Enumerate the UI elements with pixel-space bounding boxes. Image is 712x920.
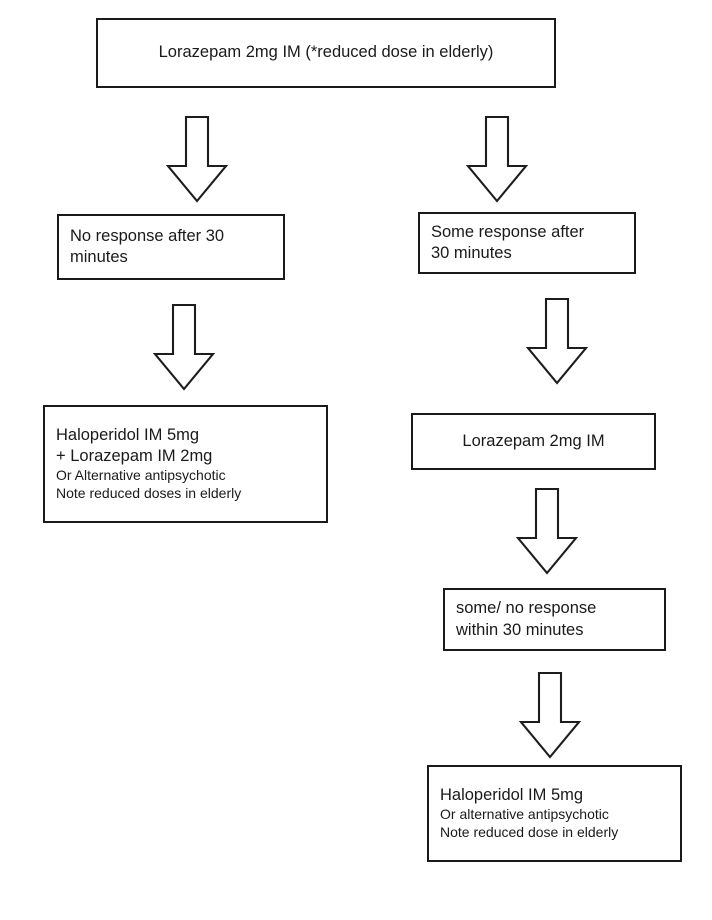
arrow-down-no-response-to-haloperidol bbox=[152, 303, 216, 391]
start-box-line-1: Lorazepam 2mg IM (*reduced dose in elder… bbox=[158, 43, 494, 62]
some-no-response-box-line-1: some/ no response bbox=[456, 599, 597, 618]
haloperidol-plus-lorazepam-box-line-4: Note reduced doses in elderly bbox=[56, 485, 242, 502]
some-no-response-box: some/ no response within 30 minutes bbox=[443, 588, 666, 651]
haloperidol-plus-lorazepam-box-line-1: Haloperidol IM 5mg bbox=[56, 425, 200, 444]
arrow-down-glyph bbox=[465, 115, 529, 203]
arrow-down-some-response-to-lorazepam bbox=[525, 297, 589, 385]
lorazepam-repeat-box: Lorazepam 2mg IM bbox=[411, 413, 656, 470]
arrow-down-lorazepam-to-some-no-response bbox=[515, 487, 579, 575]
arrow-down-glyph bbox=[515, 487, 579, 575]
start-box: Lorazepam 2mg IM (*reduced dose in elder… bbox=[96, 18, 556, 88]
arrow-down-start-to-some-response bbox=[465, 115, 529, 203]
arrow-down-glyph bbox=[525, 297, 589, 385]
some-no-response-box-line-2: within 30 minutes bbox=[456, 620, 584, 639]
no-response-box-line-1: No response after 30 bbox=[70, 226, 225, 245]
no-response-box: No response after 30 minutes bbox=[57, 214, 285, 280]
some-response-box-line-2: 30 minutes bbox=[431, 244, 512, 262]
haloperidol-final-box-line-3: Note reduced dose in elderly bbox=[440, 824, 619, 841]
arrow-down-glyph bbox=[518, 671, 582, 759]
some-response-box: Some response after 30 minutes bbox=[418, 212, 636, 274]
arrow-down-start-to-no-response bbox=[165, 115, 229, 203]
some-response-box-line-1: Some response after bbox=[431, 222, 585, 241]
haloperidol-plus-lorazepam-box-line-3: Or Alternative antipsychotic bbox=[56, 467, 226, 484]
no-response-box-line-2: minutes bbox=[70, 248, 128, 266]
lorazepam-repeat-box-line-1: Lorazepam 2mg IM bbox=[462, 431, 605, 450]
haloperidol-final-box-line-1: Haloperidol IM 5mg bbox=[440, 786, 584, 805]
arrow-down-some-no-response-to-haloperidol-final bbox=[518, 671, 582, 759]
haloperidol-plus-lorazepam-box-line-2: + Lorazepam IM 2mg bbox=[56, 447, 213, 466]
haloperidol-final-box-line-2: Or alternative antipsychotic bbox=[440, 806, 609, 823]
arrow-down-glyph bbox=[165, 115, 229, 203]
arrow-down-glyph bbox=[152, 303, 216, 391]
